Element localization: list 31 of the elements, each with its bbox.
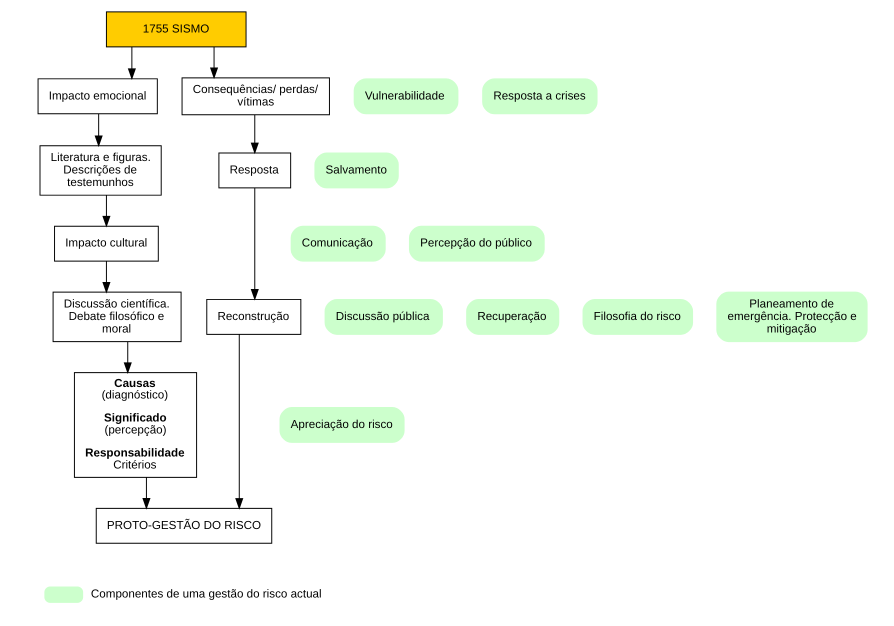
node-box: Discussão pública	[324, 298, 442, 335]
node-box: Vulnerabilidade	[353, 78, 458, 114]
node-box: Discussão científica. Debate filosófico e moral	[52, 292, 182, 342]
arrow	[102, 260, 110, 294]
arrow	[127, 46, 136, 80]
node-box: Impacto emocional	[37, 78, 158, 114]
arrow	[94, 113, 102, 148]
node-box: Resposta	[218, 152, 291, 188]
arrow	[102, 194, 110, 228]
arrow	[250, 188, 258, 301]
node-box: 1755 SISMO	[105, 11, 246, 48]
node-box: Consequências/ perdas/ vítimas	[181, 77, 330, 116]
arrow	[250, 114, 258, 154]
node-box: Salvamento	[314, 152, 398, 188]
arrow	[209, 46, 218, 80]
node-box: Reconstrução	[206, 298, 301, 335]
node-box: Causas (diagnóstico) Significado (percepção) Responsabilidade Critérios	[73, 372, 197, 478]
node-box: PROTO-GESTÃO DO RISCO	[95, 508, 272, 544]
arrow	[142, 477, 150, 510]
legend-label: Componentes de uma gestão do risco actual	[90, 588, 322, 601]
arrow	[123, 341, 132, 374]
arrow	[234, 334, 243, 510]
node-box: Resposta a crises	[482, 78, 598, 114]
node-box: Percepção do público	[408, 226, 544, 262]
node-box: Apreciação do risco	[279, 407, 404, 443]
node-box: Planeamento de emergência. Protecção e mitigação	[716, 292, 868, 342]
node-box: Recuperação	[466, 298, 559, 335]
node-box: Filosofia do risco	[582, 298, 693, 335]
node-box: Literatura e figuras. Descrições de testemunhos	[39, 145, 162, 196]
node-box: Comunicação	[290, 226, 386, 262]
node-box: Impacto cultural	[54, 226, 158, 262]
